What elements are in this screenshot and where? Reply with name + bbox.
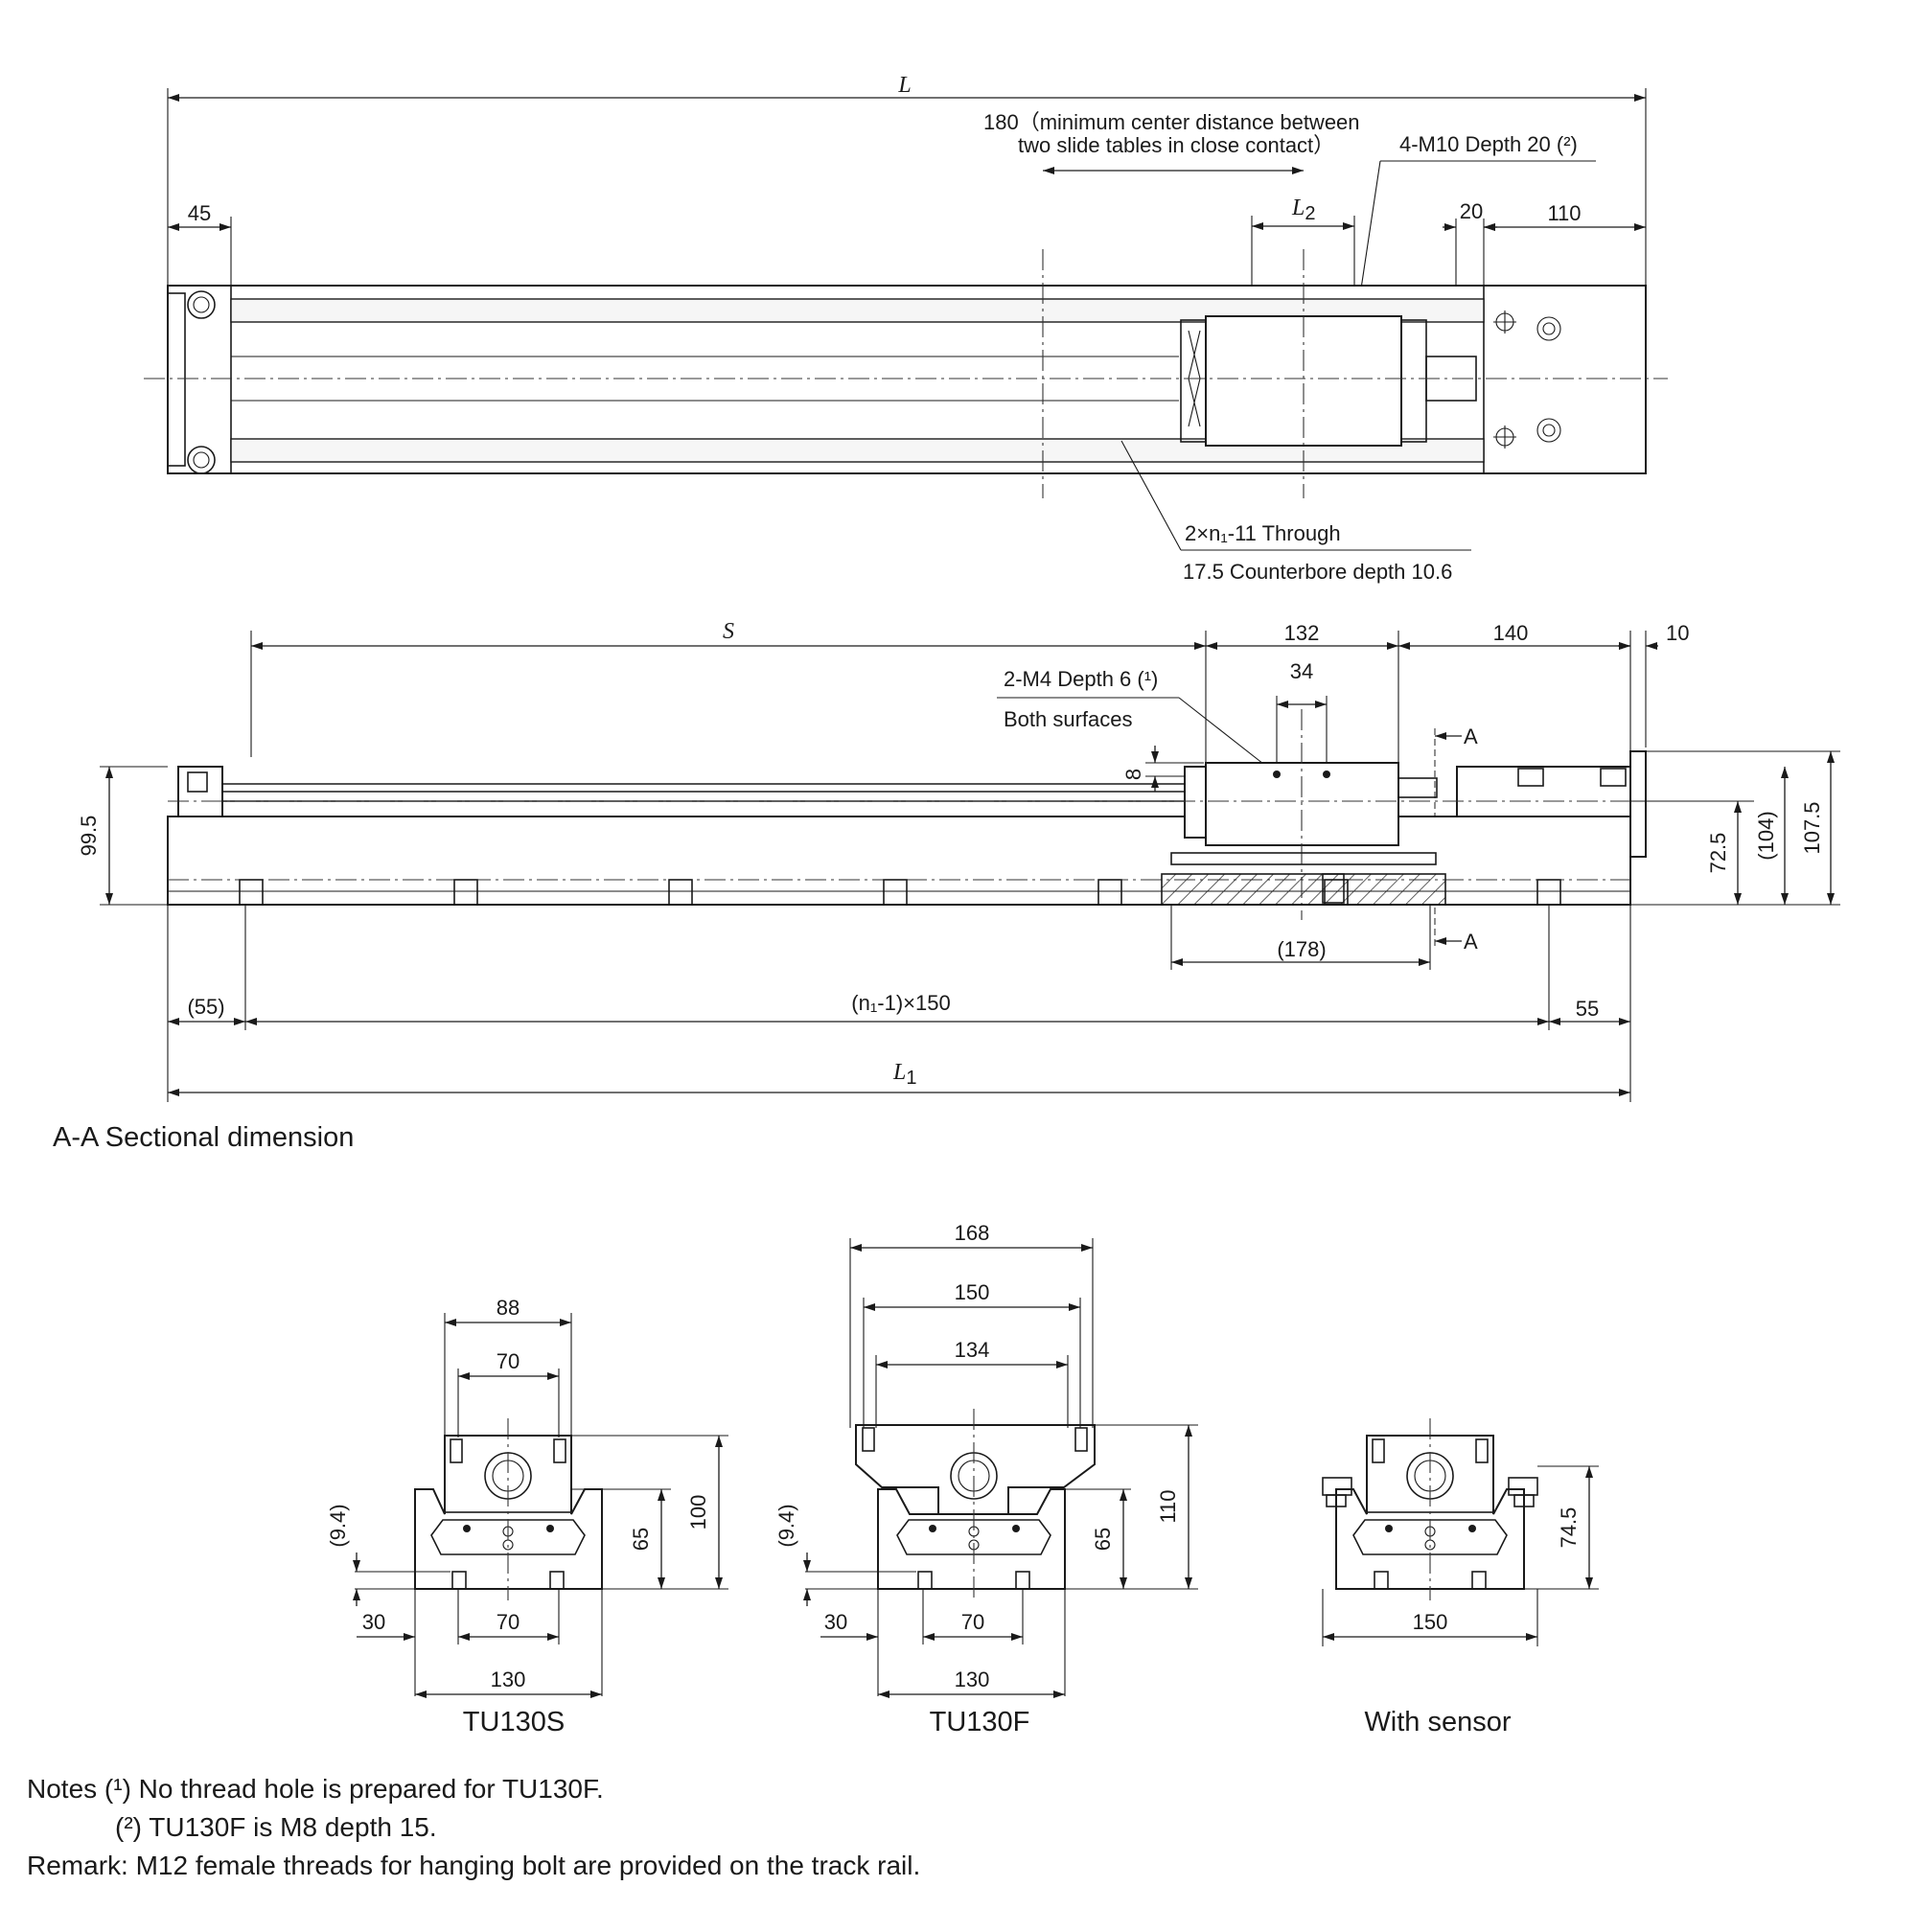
rail-mount-bolts <box>239 879 1561 906</box>
tu130f-label: TU130F <box>930 1707 1030 1737</box>
dim-140-label: 140 <box>1493 621 1529 645</box>
end-view-tu130f: 168 150 134 30 70 130 (9.4) 65 110 TU130… <box>774 1221 1198 1737</box>
tu130f-w134-label: 134 <box>955 1338 990 1362</box>
dim-45-label: 45 <box>188 201 211 225</box>
tu130s-label: TU130S <box>463 1707 565 1737</box>
dim-110-label: 110 <box>1547 201 1581 225</box>
tu130f-h110-label: 110 <box>1156 1489 1180 1523</box>
tu130s-w130-label: 130 <box>491 1668 526 1691</box>
tu130f-w130-label: 130 <box>955 1668 990 1691</box>
notes-block: Notes (¹) No thread hole is prepared for… <box>27 1774 920 1880</box>
dim-104-label: (104) <box>1754 811 1778 860</box>
dim-L2-label: L2 <box>1291 196 1315 224</box>
dim-107-5-label: 107.5 <box>1800 801 1824 854</box>
dim-72-5-label: 72.5 <box>1706 833 1730 874</box>
tu130s-h9-4-label: (9.4) <box>326 1504 350 1547</box>
note-line-2: (²) TU130F is M8 depth 15. <box>115 1812 437 1842</box>
tu130f-w70-label: 70 <box>961 1610 984 1634</box>
tu130s-w70a-label: 70 <box>497 1349 520 1373</box>
with-sensor-label: With sensor <box>1364 1707 1511 1737</box>
both-surfaces-note: Both surfaces <box>1004 707 1133 731</box>
motor-mount-holes <box>1493 310 1561 448</box>
end-view-tu130s: 88 70 30 70 130 (9.4) 65 100 TU130S <box>326 1296 728 1737</box>
tu130s-w70b-label: 70 <box>497 1610 520 1634</box>
tu130s-h100-label: 100 <box>686 1495 710 1530</box>
tu130f-h9-4-label: (9.4) <box>774 1504 798 1547</box>
dim-132-label: 132 <box>1284 621 1320 645</box>
dim-180-label: 180（minimum center distance between <box>983 110 1360 134</box>
dim-55-paren-label: (55) <box>187 995 224 1019</box>
sensor-h74-5-label: 74.5 <box>1557 1507 1581 1549</box>
cbore-note: 17.5 Counterbore depth 10.6 <box>1183 560 1452 584</box>
section-title: A-A Sectional dimension <box>53 1122 354 1153</box>
dim-55-label: 55 <box>1576 997 1599 1021</box>
section-marker-a-bottom: A <box>1464 930 1478 954</box>
tu130s-w88-label: 88 <box>497 1296 520 1320</box>
tu130f-w168-label: 168 <box>955 1221 990 1245</box>
top-view: L 45 20 110 180（minimum center distance … <box>144 73 1668 584</box>
tu130f-w30-label: 30 <box>824 1610 847 1634</box>
dim-L-label: L <box>897 73 911 98</box>
dim-99-5-label: 99.5 <box>77 816 101 857</box>
end-cap-screws <box>187 290 216 474</box>
side-view: S 132 140 10 34 2-M4 Depth 6 (¹) Both su… <box>77 619 1840 1102</box>
tu130s-w30-label: 30 <box>362 1610 385 1634</box>
tu130s-h65-label: 65 <box>629 1528 653 1551</box>
tu130f-w150-label: 150 <box>955 1280 990 1304</box>
note-line-3: Remark: M12 female threads for hanging b… <box>27 1851 920 1880</box>
dim-34-label: 34 <box>1290 659 1313 683</box>
dim-pitch-label: (n₁-1)×150 <box>851 991 950 1015</box>
section-marker-a-top: A <box>1464 724 1478 748</box>
m4-note: 2-M4 Depth 6 (¹) <box>1004 667 1158 691</box>
dim-180-label-line2: two slide tables in close contact） <box>1018 133 1334 157</box>
m10-note: 4-M10 Depth 20 (²) <box>1399 132 1578 156</box>
dim-8-label: 8 <box>1121 769 1145 780</box>
sensor-w150-label: 150 <box>1413 1610 1448 1634</box>
dim-10-label: 10 <box>1666 621 1689 645</box>
dim-178-label: (178) <box>1277 937 1326 961</box>
section-hatch <box>1161 873 1446 906</box>
thru-note: 2×n₁-11 Through <box>1185 521 1341 545</box>
tu130f-h65-label: 65 <box>1091 1528 1115 1551</box>
dim-L1-label: L1 <box>892 1060 916 1089</box>
dim-S-label: S <box>723 619 734 644</box>
dim-20-label: 20 <box>1460 199 1483 223</box>
note-line-1: Notes (¹) No thread hole is prepared for… <box>27 1774 604 1804</box>
end-view-with-sensor: 150 74.5 With sensor <box>1322 1418 1599 1737</box>
